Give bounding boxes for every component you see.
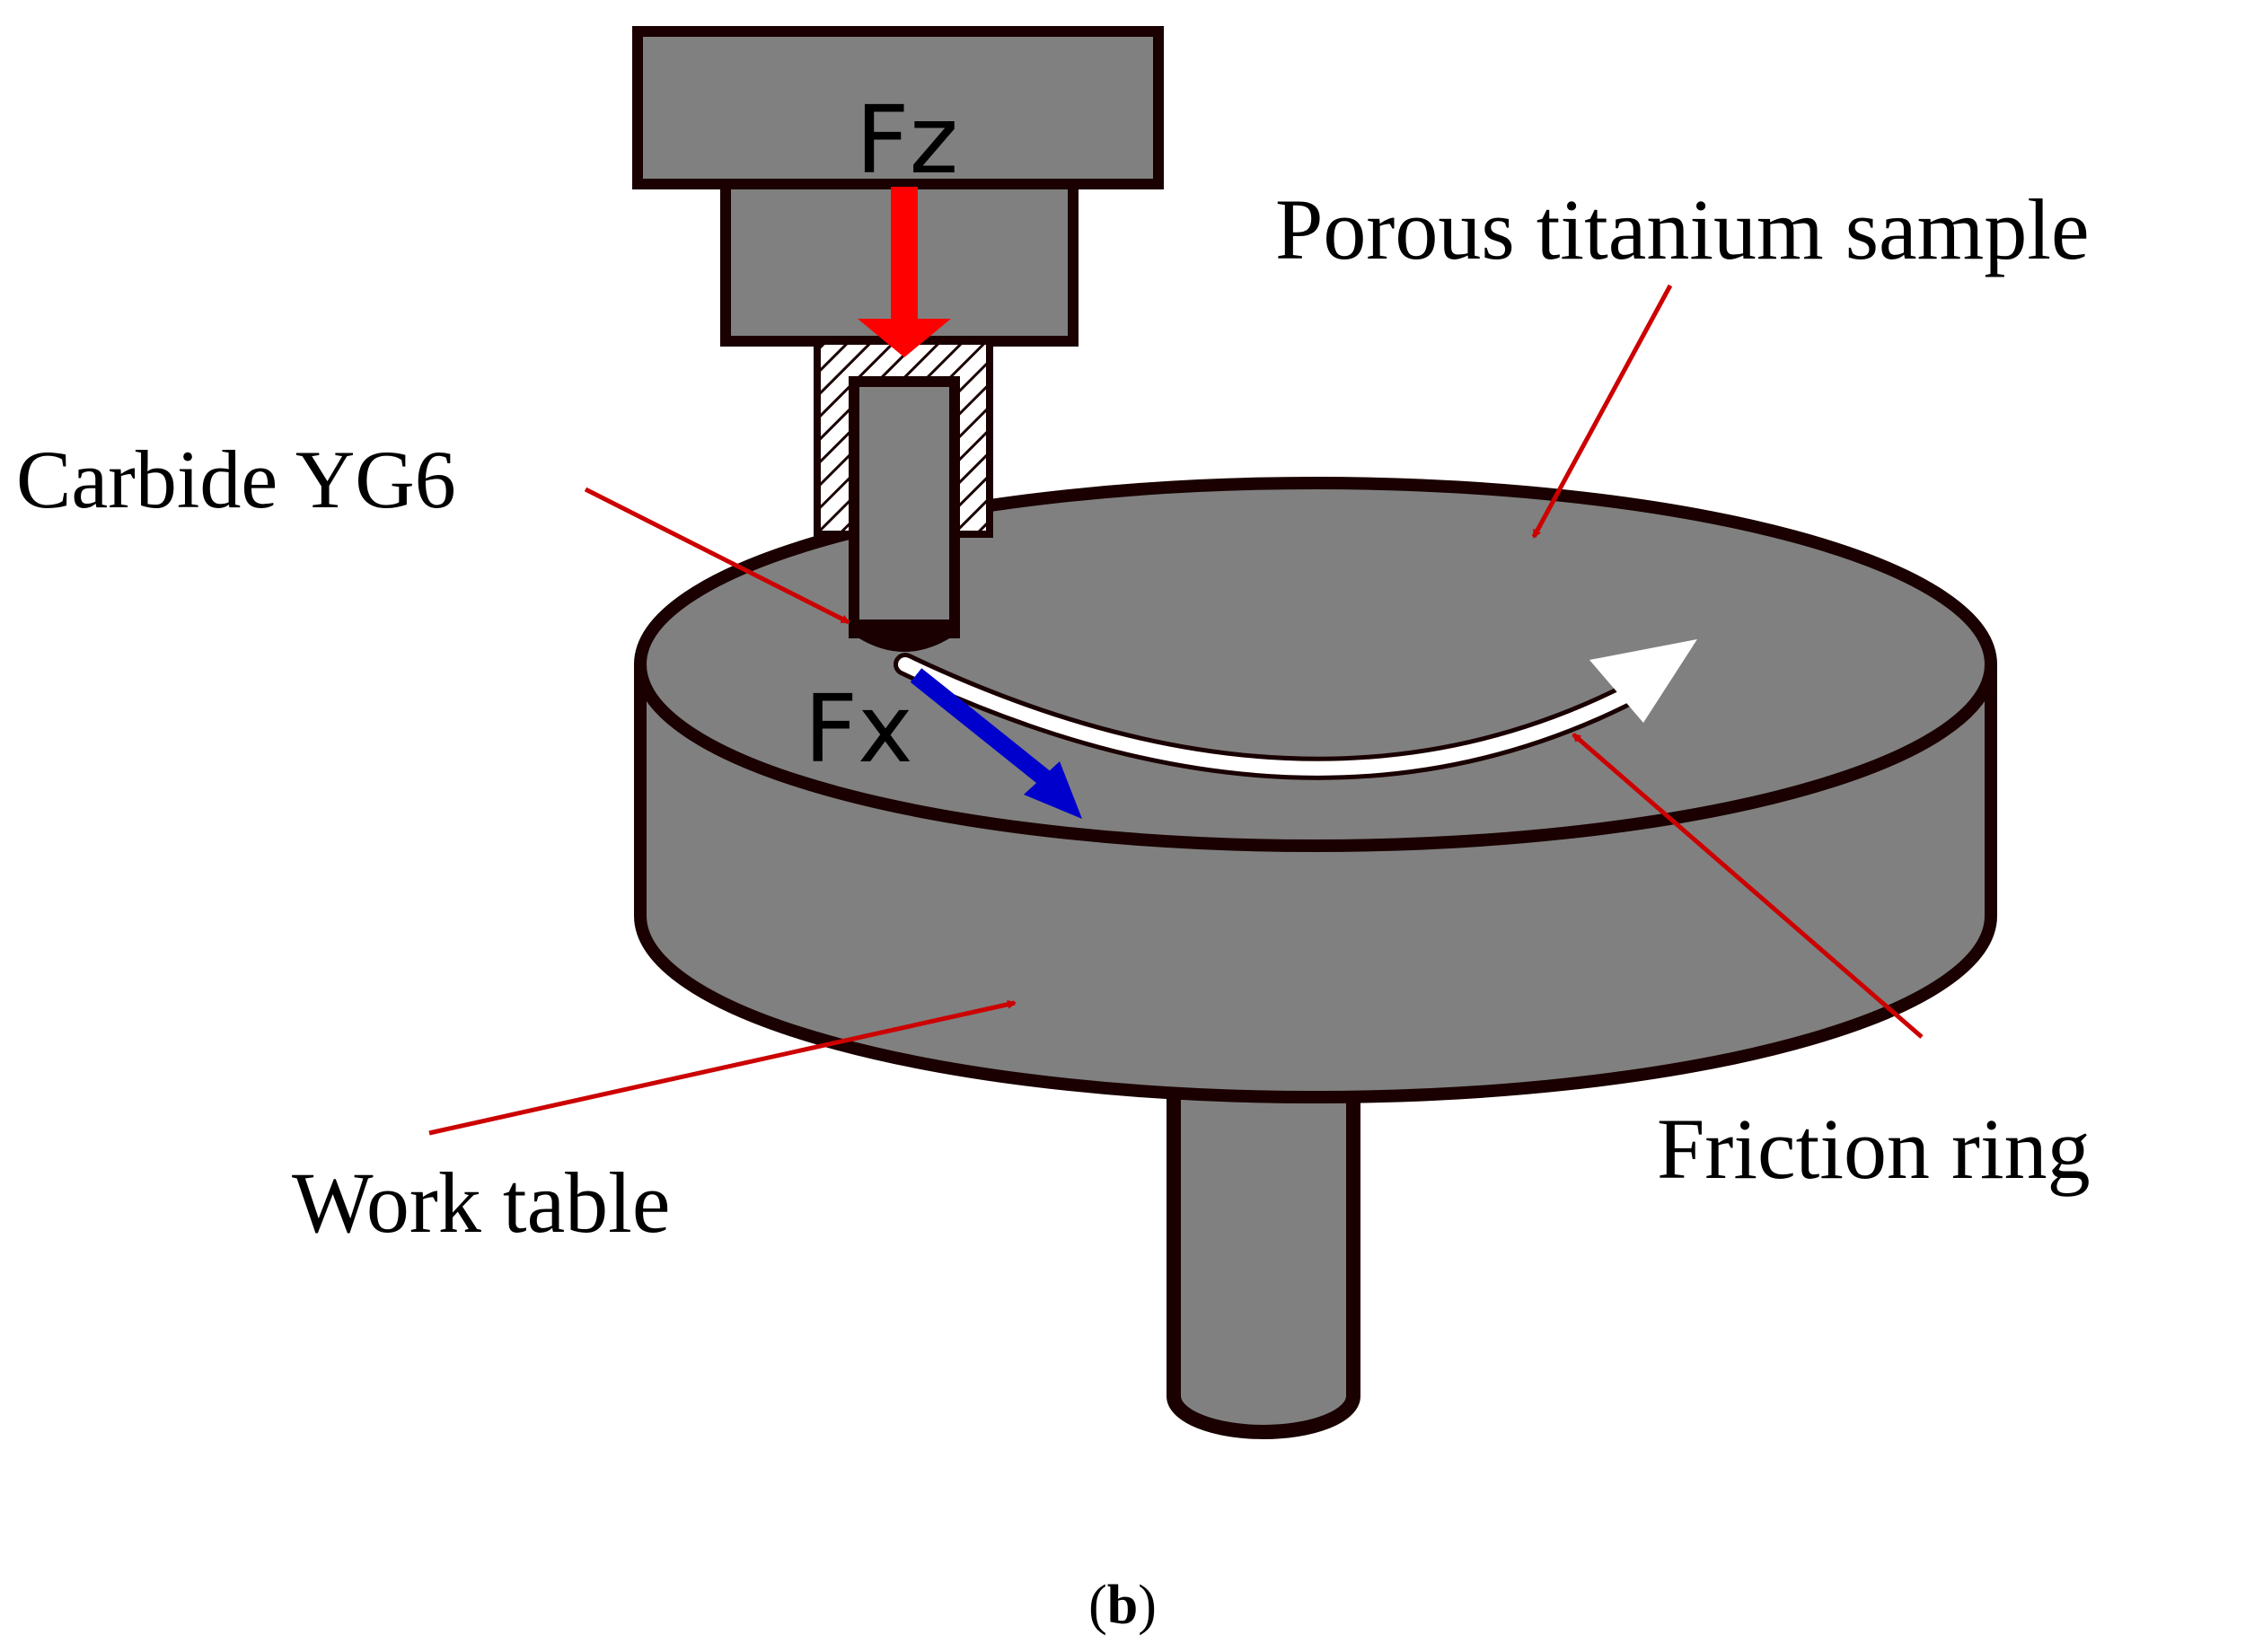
leader-friction-ring: [1572, 733, 1924, 1039]
carbide-pin-tip: [858, 620, 951, 652]
figure-caption: (b): [1088, 1575, 1157, 1636]
leader-carbide: [584, 487, 850, 625]
leader-porous-sample: [1531, 284, 1673, 539]
leader-lines: [428, 284, 1924, 1136]
caption-open-paren: (: [1088, 1575, 1107, 1636]
spindle: [1167, 1052, 1360, 1439]
fx-label: Fx: [804, 674, 912, 784]
caption-letter: b: [1107, 1575, 1138, 1636]
carbide-label: Carbide YG6: [16, 434, 456, 525]
tool-holder: [632, 26, 1164, 652]
porous-sample-surface: [634, 477, 1997, 852]
fz-label: Fz: [856, 85, 958, 195]
holder-top-block: [632, 26, 1164, 189]
leader-work-table: [428, 999, 1017, 1136]
work-table-disk: [634, 477, 1997, 1103]
carbide-pin: [849, 376, 960, 638]
caption-close-paren: ): [1138, 1575, 1157, 1636]
fx-arrow: [910, 668, 1082, 819]
fz-arrow: [858, 187, 951, 357]
work-table-label: Work table: [292, 1155, 670, 1251]
friction-ring-label: Friction ring: [1657, 1101, 2091, 1197]
friction-motion-arrow: [894, 639, 1697, 780]
porous-sample-label: Porous titanium sample: [1275, 181, 2090, 277]
